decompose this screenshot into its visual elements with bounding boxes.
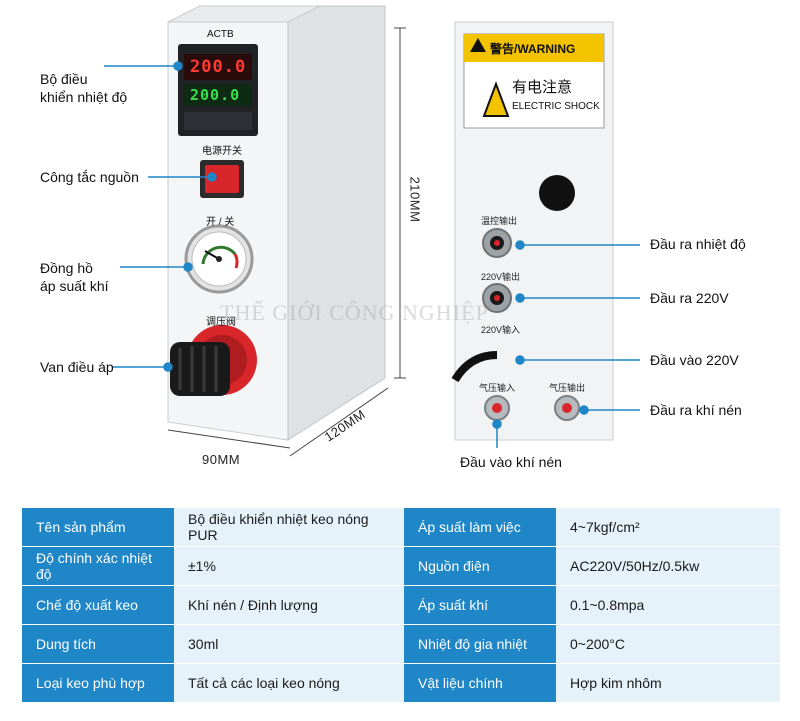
spec-label: Nguồn điện <box>404 546 556 586</box>
warning-cn: 有电注意 <box>512 79 573 96</box>
spec-value: 4~7kgf/cm² <box>556 508 780 547</box>
vent-hole <box>539 175 575 211</box>
label-air-out: 气压输出 <box>549 383 586 393</box>
switch-onoff-label: 开 / 关 <box>206 217 235 228</box>
callout-regulator-valve: Van điều áp <box>40 359 114 375</box>
spec-value: AC220V/50Hz/0.5kw <box>556 546 780 586</box>
warning-title: 警告/WARNING <box>490 42 576 56</box>
callout-pressure-gauge: Đồng hồ áp suất khí <box>40 260 109 294</box>
product-illustration <box>104 5 640 457</box>
dimension-lines <box>167 27 406 457</box>
gauge-label: 调压阀 <box>206 317 236 328</box>
spec-value: Hợp kim nhôm <box>556 663 780 703</box>
spec-value: 0.1~0.8mpa <box>556 585 780 625</box>
table-row: Dung tích 30ml Nhiệt độ gia nhiệt 0~200°… <box>22 624 780 664</box>
spec-table: Tên sản phẩm Bộ điều khiển nhiệt keo nón… <box>22 508 780 703</box>
left-callout-lines <box>104 61 217 372</box>
power-switch[interactable] <box>205 165 239 193</box>
spec-value: 0~200°C <box>556 624 780 664</box>
table-row: Chế độ xuất keo Khí nén / Định lượng Áp … <box>22 585 780 625</box>
spec-label: Nhiệt độ gia nhiệt <box>404 624 556 664</box>
spec-value: Khí nén / Định lượng <box>174 585 404 625</box>
spec-label: Áp suất làm việc <box>404 508 556 547</box>
spec-label: Độ chính xác nhiệt độ <box>22 546 174 586</box>
spec-label: Chế độ xuất keo <box>22 585 174 625</box>
table-row: Tên sản phẩm Bộ điều khiển nhiệt keo nón… <box>22 508 780 547</box>
label-220-out: 220V输出 <box>481 272 521 282</box>
spec-label: Vật liệu chính <box>404 663 556 703</box>
table-row: Loại keo phù hợp Tất cả các loại keo nón… <box>22 663 780 703</box>
spec-label: Dung tích <box>22 624 174 664</box>
v220-in-cable <box>451 351 498 383</box>
callout-power-switch: Công tắc nguồn <box>40 169 139 185</box>
right-callout-lines <box>492 240 640 448</box>
display-sv: 200.0 <box>190 86 241 104</box>
watermark: THẾ GIỚI CÔNG NGHIỆP <box>220 300 489 325</box>
callout-temp-out: Đầu ra nhiệt độ <box>650 236 746 252</box>
spec-label: Áp suất khí <box>404 585 556 625</box>
spec-value: Bộ điều khiển nhiệt keo nóng PUR <box>174 508 404 547</box>
callout-air-out: Đầu ra khí nén <box>650 402 742 418</box>
label-220-in: 220V输入 <box>481 325 521 335</box>
spec-label: Loại keo phù hợp <box>22 663 174 703</box>
spec-label: Tên sản phẩm <box>22 508 174 547</box>
spec-value: 30ml <box>174 624 404 664</box>
dim-width: 90MM <box>202 452 241 467</box>
back-panel <box>451 21 614 441</box>
callout-temp-controller: Bộ điều khiển nhiệt độ <box>40 71 128 105</box>
label-air-in: 气压输入 <box>479 383 516 393</box>
callout-220-out: Đầu ra 220V <box>650 290 729 306</box>
warning-en: ELECTRIC SHOCK <box>512 101 600 112</box>
table-row: Độ chính xác nhiệt độ ±1% Nguồn điện AC2… <box>22 546 780 586</box>
spec-value: Tất cả các loại keo nóng <box>174 663 404 703</box>
dim-height: 210MM <box>407 176 423 223</box>
display-pv: 200.0 <box>190 57 247 77</box>
switch-label: 电源开关 <box>202 146 242 157</box>
callout-220-in: Đầu vào 220V <box>650 352 739 368</box>
callout-air-in: Đầu vào khí nén <box>460 454 562 470</box>
label-temp-out: 温控输出 <box>481 216 518 226</box>
controller-brand: ACTB <box>207 29 234 40</box>
spec-value: ±1% <box>174 546 404 586</box>
front-box <box>167 5 386 441</box>
